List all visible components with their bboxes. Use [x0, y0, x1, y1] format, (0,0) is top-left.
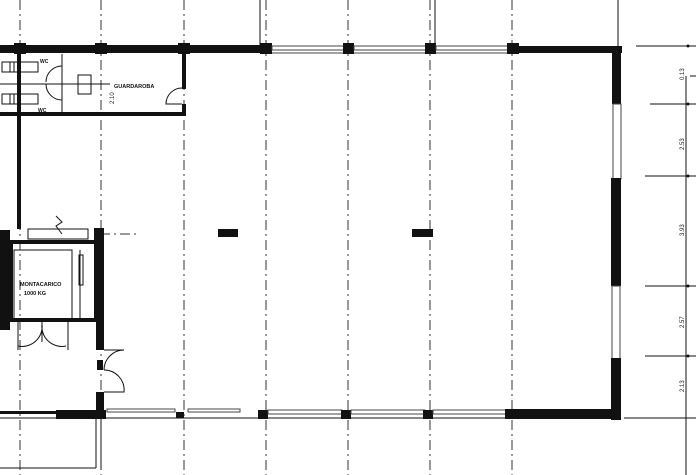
guardaroba-height: 2.10 — [110, 92, 116, 104]
dimension-chain — [624, 44, 696, 475]
columns — [218, 229, 433, 237]
service-block — [0, 54, 186, 229]
upper-frame-lines — [259, 0, 619, 46]
dim-2: 2.53 — [680, 138, 686, 150]
bottom-wall — [0, 408, 621, 419]
dim-3: 3.93 — [680, 224, 686, 236]
dim-1: 0.13 — [680, 68, 686, 80]
lift-label: MONTACARICO — [20, 282, 62, 288]
wc-label-top: WC — [40, 59, 49, 65]
dim-5: 2.13 — [680, 380, 686, 392]
dim-4: 2.57 — [680, 316, 686, 328]
lift-block — [0, 215, 125, 470]
guardaroba-label: GUARDAROBA — [114, 84, 154, 90]
wc-label-bottom: WC — [38, 108, 47, 114]
right-wall — [611, 46, 622, 420]
top-wall — [0, 43, 622, 54]
lift-capacity: 1000 KG — [24, 291, 46, 297]
grid-axes — [19, 0, 513, 475]
